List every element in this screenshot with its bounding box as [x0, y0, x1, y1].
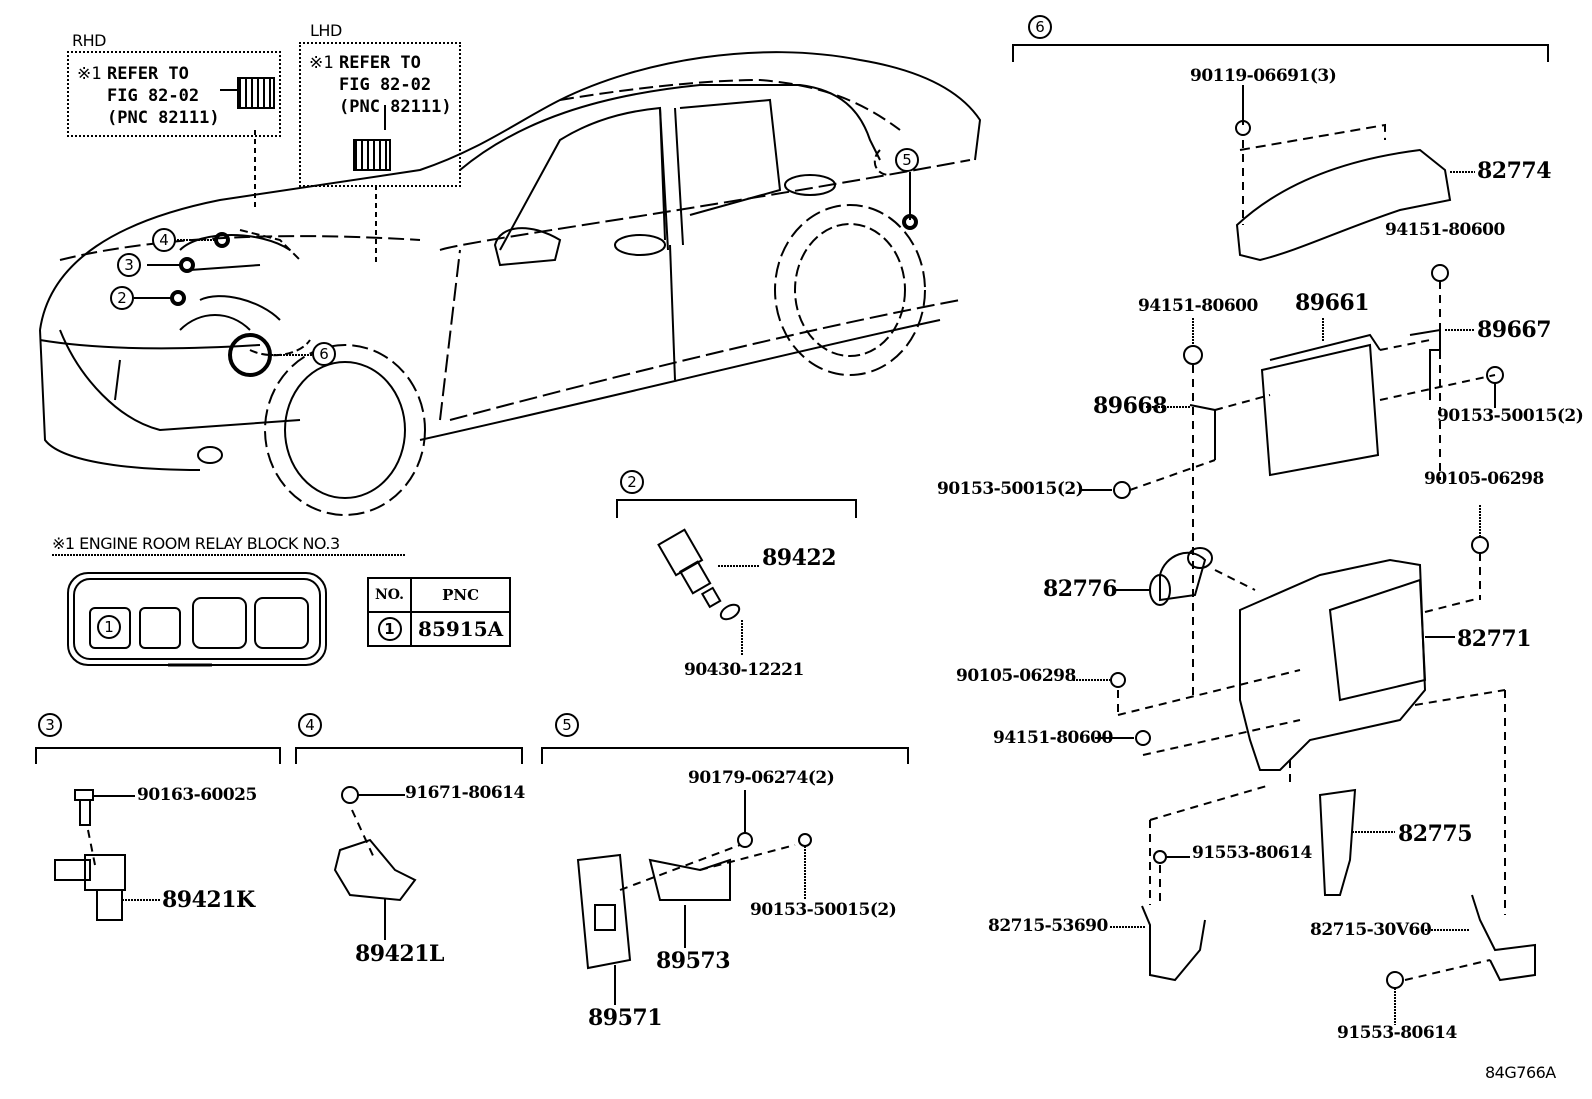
- group-2-marker: 2: [620, 470, 644, 494]
- relay-connector-icon: [237, 77, 275, 109]
- group3-art: [54, 789, 160, 921]
- part-89422[interactable]: 89422: [762, 545, 837, 571]
- part-90153-50015-left[interactable]: 90153-50015(2): [937, 479, 1084, 499]
- lhd-label: LHD: [310, 21, 342, 40]
- part-82776[interactable]: 82776: [1043, 576, 1118, 602]
- group4-art: [333, 786, 417, 940]
- vehicle-callout-leaders: [134, 89, 918, 377]
- relay-block-title: ※1 ENGINE ROOM RELAY BLOCK NO.3: [52, 534, 340, 553]
- part-90430-12221[interactable]: 90430-12221: [684, 660, 804, 680]
- vehicle-callout-5[interactable]: 5: [895, 148, 919, 172]
- rhd-note-line2: FIG 82-02: [107, 86, 200, 106]
- part-90105-06298-left[interactable]: 90105-06298: [956, 666, 1076, 686]
- relay-table-header-row: NO. PNC: [366, 577, 512, 613]
- part-90163-60025[interactable]: 90163-60025: [137, 785, 257, 805]
- relay-row-marker: 1: [377, 617, 402, 641]
- part-90179-06274[interactable]: 90179-06274(2): [688, 768, 835, 788]
- part-82775[interactable]: 82775: [1398, 821, 1473, 847]
- part-91671-80614[interactable]: 91671-80614: [405, 783, 525, 803]
- part-82715-30V60[interactable]: 82715-30V60: [1310, 920, 1432, 940]
- part-89571[interactable]: 89571: [588, 1005, 663, 1031]
- vehicle-callout-3[interactable]: 3: [117, 253, 141, 277]
- part-90119-06691[interactable]: 90119-06691(3): [1190, 66, 1337, 86]
- group5-art: [576, 790, 812, 1005]
- relay-block-illustration: [52, 554, 405, 667]
- relay-table-header-pnc: PNC: [410, 577, 512, 613]
- vehicle-callout-2[interactable]: 2: [110, 286, 134, 310]
- part-90105-06298-right[interactable]: 90105-06298: [1424, 469, 1544, 489]
- group-3-marker: 3: [38, 713, 62, 737]
- relay-slot-marker: 1: [97, 615, 121, 639]
- vehicle-callout-6[interactable]: 6: [312, 342, 336, 366]
- figure-id: 84G766A: [1485, 1063, 1556, 1082]
- part-82774[interactable]: 82774: [1477, 158, 1552, 184]
- rhd-note-line1: REFER TO: [107, 64, 189, 84]
- relay-pnc-table: NO. PNC 1 85915A: [366, 577, 512, 647]
- part-89668[interactable]: 89668: [1093, 393, 1168, 419]
- relay-table-row: 1 85915A: [366, 611, 512, 647]
- rhd-label: RHD: [72, 31, 106, 50]
- part-89421L[interactable]: 89421L: [355, 941, 445, 967]
- rhd-note-marker: ※1: [77, 64, 102, 84]
- part-90153-50015-g5[interactable]: 90153-50015(2): [750, 900, 897, 920]
- part-89661[interactable]: 89661: [1295, 290, 1370, 316]
- group2-art: [657, 528, 760, 655]
- lhd-note-line1: REFER TO: [339, 53, 421, 73]
- part-94151-80600-left[interactable]: 94151-80600: [1138, 296, 1258, 316]
- part-91553-80614-bottom[interactable]: 91553-80614: [1337, 1023, 1457, 1043]
- group-6-marker: 6: [1028, 15, 1052, 39]
- part-89421K[interactable]: 89421K: [162, 887, 255, 913]
- part-89667[interactable]: 89667: [1477, 317, 1552, 343]
- part-89573[interactable]: 89573: [656, 948, 731, 974]
- part-90153-50015-right[interactable]: 90153-50015(2): [1437, 406, 1584, 426]
- lhd-note-box: ※1 REFER TO FIG 82-02 (PNC 82111): [299, 42, 461, 187]
- group-brackets: [35, 44, 1549, 764]
- rhd-note-box: ※1 REFER TO FIG 82-02 (PNC 82111): [67, 51, 281, 137]
- lhd-note-marker: ※1: [309, 53, 334, 73]
- part-82771[interactable]: 82771: [1457, 626, 1532, 652]
- lhd-note-line2: FIG 82-02: [339, 75, 432, 95]
- relay-connector-icon: [353, 139, 391, 171]
- relay-row-pnc[interactable]: 85915A: [410, 611, 512, 647]
- group-4-marker: 4: [298, 713, 322, 737]
- rhd-note-line3: (PNC 82111): [107, 108, 220, 128]
- part-82715-53690[interactable]: 82715-53690: [988, 916, 1108, 936]
- lhd-note-line3: (PNC 82111): [339, 97, 452, 117]
- part-94151-80600-right[interactable]: 94151-80600: [1385, 220, 1505, 240]
- part-94151-80600-lower[interactable]: 94151-80600: [993, 728, 1113, 748]
- part-91553-80614-upper[interactable]: 91553-80614: [1192, 843, 1312, 863]
- relay-table-header-no: NO.: [366, 577, 413, 613]
- group-5-marker: 5: [555, 713, 579, 737]
- vehicle-callout-4[interactable]: 4: [152, 228, 176, 252]
- group6-art: [1073, 85, 1536, 1025]
